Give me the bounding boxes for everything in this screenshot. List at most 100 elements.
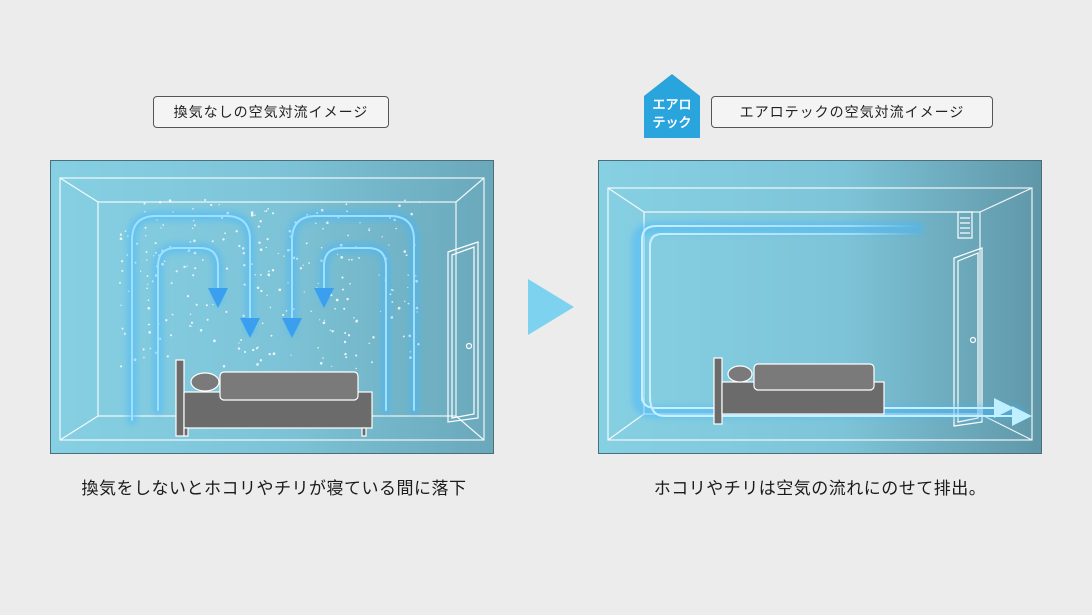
- dust-particle: [317, 347, 319, 349]
- logo-line-1: エアロ: [652, 98, 692, 113]
- dust-particle: [148, 323, 151, 326]
- dust-particle: [149, 347, 152, 350]
- dust-particle: [235, 230, 238, 233]
- dust-particle: [160, 227, 162, 229]
- dust-particle: [341, 276, 344, 279]
- dust-particle: [355, 367, 357, 370]
- dust-particle: [237, 347, 241, 350]
- dust-particle: [315, 222, 317, 224]
- dust-particle: [268, 352, 271, 356]
- dust-particle: [372, 336, 375, 339]
- dust-particle: [322, 357, 324, 359]
- dust-particle: [329, 293, 333, 297]
- dust-particle: [145, 235, 147, 237]
- dust-particle: [282, 313, 285, 317]
- dust-particle: [143, 356, 145, 359]
- dust-particle: [193, 239, 196, 243]
- dust-particle: [265, 246, 267, 249]
- dust-particle: [242, 314, 245, 317]
- dust-particle: [316, 287, 318, 289]
- play-arrow-icon: [528, 279, 574, 335]
- dust-particle: [119, 237, 123, 241]
- dust-particle: [225, 310, 228, 313]
- dust-particle: [252, 348, 255, 352]
- dust-particle: [169, 334, 173, 337]
- dust-particle: [261, 322, 264, 325]
- dust-particle: [225, 267, 229, 270]
- dust-particle: [166, 355, 169, 358]
- dust-particle: [331, 330, 334, 333]
- dust-particle: [196, 304, 198, 307]
- dust-particle: [317, 282, 319, 285]
- dust-particle: [397, 306, 401, 310]
- dust-particle: [186, 265, 188, 267]
- dust-particle: [124, 230, 127, 232]
- dust-particle: [147, 306, 151, 310]
- dust-particle: [418, 201, 421, 204]
- dust-particle: [326, 221, 329, 224]
- dust-particle: [204, 199, 207, 201]
- dust-particle: [146, 275, 149, 277]
- dust-particle: [336, 253, 339, 256]
- dust-particle: [199, 329, 203, 332]
- dust-particle: [119, 281, 121, 284]
- dust-particle: [143, 202, 146, 205]
- dust-particle: [264, 210, 266, 212]
- dust-particle: [139, 270, 142, 272]
- dust-particle: [147, 283, 149, 285]
- dust-particle: [256, 286, 260, 290]
- dust-particle: [404, 199, 406, 202]
- dust-particle: [255, 347, 258, 350]
- dust-particle: [206, 318, 209, 321]
- logo-line-2: テック: [652, 116, 692, 131]
- dust-particle: [250, 211, 254, 215]
- house-logo-icon: [644, 74, 700, 138]
- dust-particle: [269, 306, 272, 309]
- bed-icon: [175, 359, 373, 437]
- right-label: エアロテックの空気対流イメージ: [711, 96, 993, 128]
- dust-particle: [347, 334, 351, 337]
- dust-particle: [259, 220, 262, 223]
- dust-particle: [323, 319, 326, 321]
- dust-particle: [123, 333, 126, 336]
- bed-icon: [713, 357, 885, 425]
- left-room-diagram: [50, 160, 494, 454]
- dust-particle: [268, 270, 270, 273]
- dust-particle: [163, 260, 166, 262]
- dust-particle: [320, 246, 323, 249]
- dust-particle: [171, 313, 174, 316]
- dust-particle: [259, 248, 263, 252]
- dust-particle: [183, 265, 186, 269]
- dust-particle: [242, 251, 246, 255]
- dust-particle: [407, 274, 409, 276]
- right-room-diagram: [598, 160, 1042, 454]
- dust-particle: [347, 234, 349, 237]
- dust-particle: [121, 327, 124, 330]
- dust-particle: [303, 291, 305, 293]
- dust-particle: [344, 352, 347, 356]
- dust-particle: [345, 356, 348, 359]
- left-label: 換気なしの空気対流イメージ: [153, 96, 389, 128]
- dust-particle: [379, 310, 382, 312]
- dust-particle: [192, 207, 194, 210]
- dust-particle: [267, 207, 270, 210]
- dust-particle: [335, 298, 339, 302]
- dust-particle: [190, 321, 194, 324]
- dust-particle: [319, 362, 323, 365]
- dust-particle: [120, 365, 123, 368]
- dust-particle: [407, 302, 410, 305]
- dust-particle: [391, 300, 394, 303]
- dust-particle: [403, 300, 406, 303]
- dust-particle: [170, 282, 173, 285]
- dust-particle: [120, 304, 122, 306]
- dust-particle: [154, 242, 157, 245]
- dust-particle: [381, 236, 383, 238]
- dust-particle: [266, 238, 269, 241]
- dust-particle: [189, 313, 192, 315]
- dust-particle: [189, 241, 192, 243]
- dust-particle: [283, 255, 285, 257]
- dust-particle: [355, 354, 358, 357]
- dust-particle: [398, 204, 401, 207]
- dust-particle: [222, 238, 225, 241]
- dust-particle: [340, 256, 344, 259]
